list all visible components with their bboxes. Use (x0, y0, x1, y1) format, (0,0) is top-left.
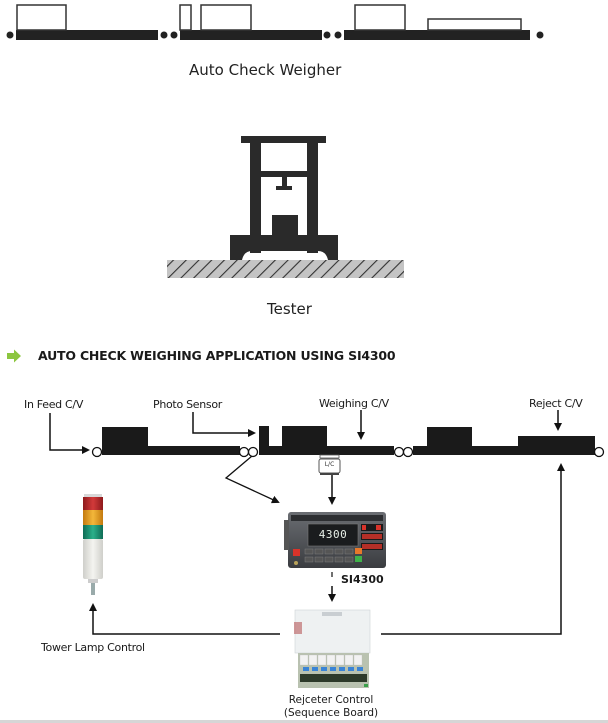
load-cell-base (320, 473, 339, 475)
section-title: AUTO CHECK WEIGHING APPLICATION USING SI… (38, 348, 396, 363)
tester-plunger-head (276, 186, 292, 190)
roller (334, 31, 342, 39)
board-label-plate (322, 612, 342, 616)
rejecter-control-label: Rejceter Control (Sequence Board) (279, 694, 383, 720)
roller (402, 446, 414, 458)
auto-check-weigher-diagram (6, 4, 544, 40)
application-diagram (49, 410, 605, 688)
si4300-label: SI4300 (341, 573, 384, 586)
sequence-board (294, 609, 371, 688)
conveyor-belt (16, 30, 158, 40)
product-box (354, 4, 406, 31)
board-to-tower-lamp-arrow (89, 603, 280, 635)
roller (593, 446, 605, 458)
rejecter-control-line1: Rejceter Control (288, 694, 374, 706)
board-housing (294, 609, 371, 654)
conveyor-belt (102, 446, 240, 455)
indicator-keypad (304, 548, 354, 563)
reject-conveyor (413, 427, 605, 458)
weighing-conveyor (259, 426, 414, 458)
reject-cv-label: Reject C/V (529, 397, 583, 410)
roller (160, 31, 168, 39)
indicator-orange-key (355, 548, 362, 554)
indicator-main-display (307, 523, 359, 547)
product-block (282, 426, 327, 446)
tower-lamp-control-label: Tower Lamp Control (41, 641, 145, 654)
conveyor-belt (259, 446, 394, 455)
board-cable (294, 622, 302, 634)
rejecter-control-line2: (Sequence Board) (283, 707, 379, 719)
indicator-green-key (355, 556, 362, 562)
photo-sensor-signal-line (224, 455, 280, 504)
roller (91, 446, 103, 458)
indicator-side (284, 520, 289, 550)
tester-plunger (282, 177, 287, 187)
photo-sensor-box (179, 4, 192, 31)
roller (247, 446, 259, 458)
tester-cross-beam (261, 171, 307, 177)
load-cell (318, 454, 341, 475)
conveyor-1 (6, 4, 168, 40)
tower-lamp-amber (83, 510, 103, 525)
auto-check-weigher-caption: Auto Check Weigher (189, 61, 342, 79)
reject-pusher-box (427, 18, 522, 31)
tester-floor-hatch (167, 260, 404, 278)
indicator-header-strip (291, 515, 383, 521)
photo-sensor-arrow (192, 412, 256, 437)
roller (536, 31, 544, 39)
indicator-display-readout: 4300 (318, 528, 348, 541)
tower-lamp-pole (91, 583, 95, 595)
weighing-cv-label: Weighing C/V (319, 397, 389, 410)
photo-sensor-label: Photo Sensor (153, 398, 222, 411)
tester-base (230, 235, 338, 260)
board-terminal-block (300, 674, 367, 682)
product-block (102, 427, 148, 446)
product-box (200, 4, 252, 31)
tester-right-column (307, 143, 318, 253)
tester-caption: Tester (267, 300, 312, 318)
roller (170, 31, 178, 39)
roller (238, 446, 250, 458)
indicator-function-key (293, 549, 300, 556)
in-feed-arrow (49, 413, 90, 454)
conveyor-belt (180, 30, 322, 40)
indicator-status-display (361, 524, 383, 531)
indicator-led (294, 561, 298, 565)
photo-sensor-block (259, 426, 269, 446)
tower-lamp-base (83, 539, 103, 579)
board-relays (299, 654, 363, 666)
load-cell-label: L/C (324, 461, 335, 468)
tower-lamp-green (83, 525, 103, 539)
tower-lamp-mount (88, 579, 98, 583)
board-blue-relays (303, 667, 363, 671)
conveyor-belt (344, 30, 530, 40)
conveyor-2 (170, 4, 331, 40)
green-arrow-right-icon (6, 349, 22, 363)
reject-pusher-block (518, 436, 595, 446)
product-box (16, 4, 67, 31)
tester-top-beam (241, 136, 326, 143)
board-led (364, 684, 368, 687)
roller (323, 31, 331, 39)
roller (6, 31, 14, 39)
tower-lamp-cap (84, 494, 102, 497)
tower-lamp (83, 494, 103, 595)
in-feed-cv-label: In Feed C/V (24, 398, 84, 411)
tester-left-column (250, 143, 261, 253)
in-feed-conveyor (91, 427, 259, 458)
load-cell-plate (319, 454, 340, 459)
tester-diagram (167, 136, 404, 278)
roller (393, 446, 405, 458)
conveyor-3 (334, 4, 544, 40)
tester-sample (272, 215, 298, 235)
tower-lamp-red (83, 497, 103, 510)
bottom-divider (0, 720, 608, 723)
conveyor-belt (413, 446, 595, 455)
si4300-indicator (284, 512, 386, 568)
product-block (427, 427, 472, 446)
board-to-reject-arrow (381, 463, 565, 635)
